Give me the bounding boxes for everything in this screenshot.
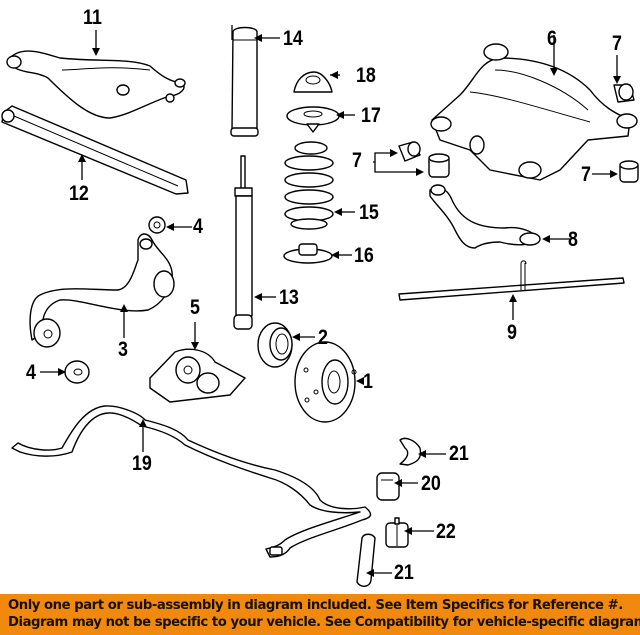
disclaimer-line-2: Diagram may not be specific to your vehi… bbox=[8, 615, 640, 630]
part-18-stabilizer-bar[interactable] bbox=[11, 405, 372, 558]
part-7-bushing-top-right[interactable] bbox=[613, 83, 635, 103]
part-1-hub[interactable] bbox=[294, 341, 357, 423]
part-20-bushing-bracket[interactable] bbox=[399, 437, 422, 466]
part-12-shock-absorber[interactable] bbox=[233, 155, 253, 330]
part-14-coil-spring[interactable] bbox=[284, 141, 334, 230]
part-10-upper-control-arm[interactable] bbox=[6, 50, 186, 119]
callout-8: 8 bbox=[568, 228, 578, 251]
disclaimer-line-1: Only one part or sub-assembly in diagram… bbox=[8, 598, 623, 613]
callout-7-center: 7 bbox=[352, 149, 362, 172]
part-7-bushing-center-large[interactable] bbox=[428, 153, 450, 178]
part-19-stabilizer-bushing[interactable] bbox=[376, 472, 400, 501]
part-7-bushing-right[interactable] bbox=[619, 160, 639, 183]
part-13-dust-boot[interactable] bbox=[230, 26, 259, 137]
callout-22: 22 bbox=[436, 520, 456, 543]
leader-lines bbox=[40, 25, 621, 577]
callout-18: 19 bbox=[132, 452, 152, 475]
part-11-lower-control-arm[interactable] bbox=[1, 105, 189, 195]
part-5-differential-mount[interactable] bbox=[149, 348, 246, 403]
part-4-bushing-upper[interactable] bbox=[148, 216, 166, 234]
callout-2: 2 bbox=[318, 326, 328, 349]
part-3-trailing-arm[interactable] bbox=[29, 233, 175, 348]
parts-diagram: 11 12 14 18 17 7 15 16 13 6 7 7 8 9 4 3 … bbox=[1, 6, 639, 587]
part-4-bushing-lower[interactable] bbox=[64, 360, 90, 384]
callout-12: 13 bbox=[279, 286, 299, 309]
callout-9: 9 bbox=[507, 321, 517, 344]
callout-1: 1 bbox=[363, 370, 373, 393]
part-17-upper-mount[interactable] bbox=[293, 71, 333, 93]
callout-7-top-right: 7 bbox=[612, 32, 622, 55]
callout-11: 12 bbox=[69, 182, 89, 205]
part-22-link-clamp[interactable] bbox=[385, 517, 409, 548]
callout-5: 5 bbox=[190, 296, 200, 319]
part-15-lower-spring-seat[interactable] bbox=[283, 243, 333, 264]
part-9-brace-bar[interactable] bbox=[398, 260, 625, 301]
callout-19: 20 bbox=[421, 472, 441, 495]
callout-15: 16 bbox=[354, 244, 374, 267]
part-8-link-arm[interactable] bbox=[429, 184, 541, 249]
callout-21: 21 bbox=[394, 561, 414, 584]
callout-20: 21 bbox=[449, 442, 469, 465]
part-6-subframe[interactable] bbox=[430, 43, 638, 181]
disclaimer-banner: Only one part or sub-assembly in diagram… bbox=[0, 594, 640, 635]
callout-16: 17 bbox=[361, 104, 381, 127]
callout-6: 6 bbox=[547, 27, 557, 50]
callout-14: 15 bbox=[359, 201, 379, 224]
callout-4-upper: 4 bbox=[193, 215, 203, 238]
part-16-upper-spring-seat[interactable] bbox=[286, 106, 340, 133]
callout-17: 18 bbox=[356, 64, 376, 87]
part-21-stabilizer-link[interactable] bbox=[356, 533, 376, 587]
part-7-bushing-center-small[interactable] bbox=[398, 141, 421, 162]
callout-10: 11 bbox=[83, 6, 102, 29]
callout-4-lower: 4 bbox=[26, 361, 36, 384]
part-2-bearing[interactable] bbox=[257, 322, 293, 368]
callout-3: 3 bbox=[118, 338, 128, 361]
callout-7-right: 7 bbox=[581, 163, 591, 186]
callout-13: 14 bbox=[283, 27, 303, 50]
